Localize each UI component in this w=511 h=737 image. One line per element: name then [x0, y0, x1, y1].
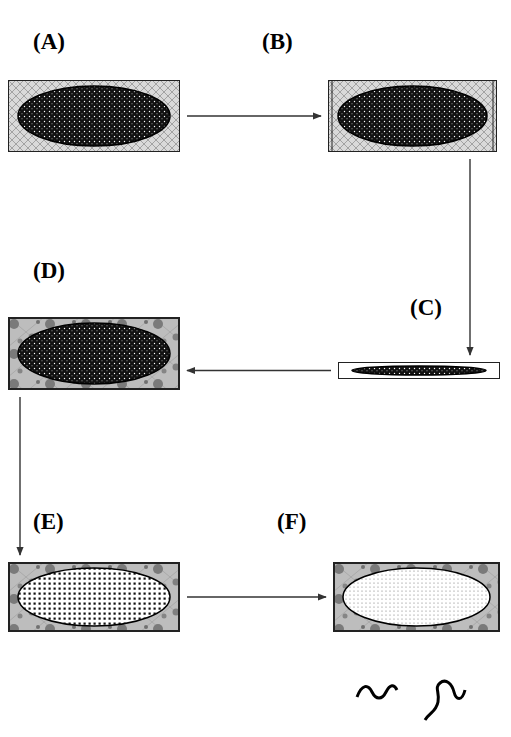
stage-panel: (E)	[8, 562, 180, 632]
stage-panel: (F)	[333, 562, 500, 632]
process-arrow	[469, 159, 470, 355]
stage-panel: (A)	[8, 80, 180, 152]
process-arrow	[187, 115, 321, 116]
stage-label: (B)	[262, 30, 293, 53]
process-arrow	[19, 397, 20, 555]
squiggle	[425, 681, 465, 720]
stage-label: (C)	[410, 296, 442, 319]
stage-label: (D)	[33, 259, 65, 282]
stage-label: (F)	[277, 510, 306, 533]
panel-drawing	[8, 562, 180, 632]
panel-drawing	[333, 562, 500, 632]
panel-drawing	[338, 362, 500, 379]
panel-drawing	[8, 317, 180, 390]
panel-drawing	[8, 80, 180, 152]
panel-drawing	[328, 80, 497, 152]
process-arrow	[187, 370, 331, 371]
stage-label: (E)	[33, 510, 64, 533]
stage-panel: (C)	[338, 362, 500, 379]
stage-label: (A)	[33, 30, 65, 53]
stage-panel: (D)	[8, 317, 180, 390]
stage-panel: (B)	[328, 80, 497, 152]
squiggle	[357, 686, 397, 698]
process-arrow	[187, 596, 326, 597]
